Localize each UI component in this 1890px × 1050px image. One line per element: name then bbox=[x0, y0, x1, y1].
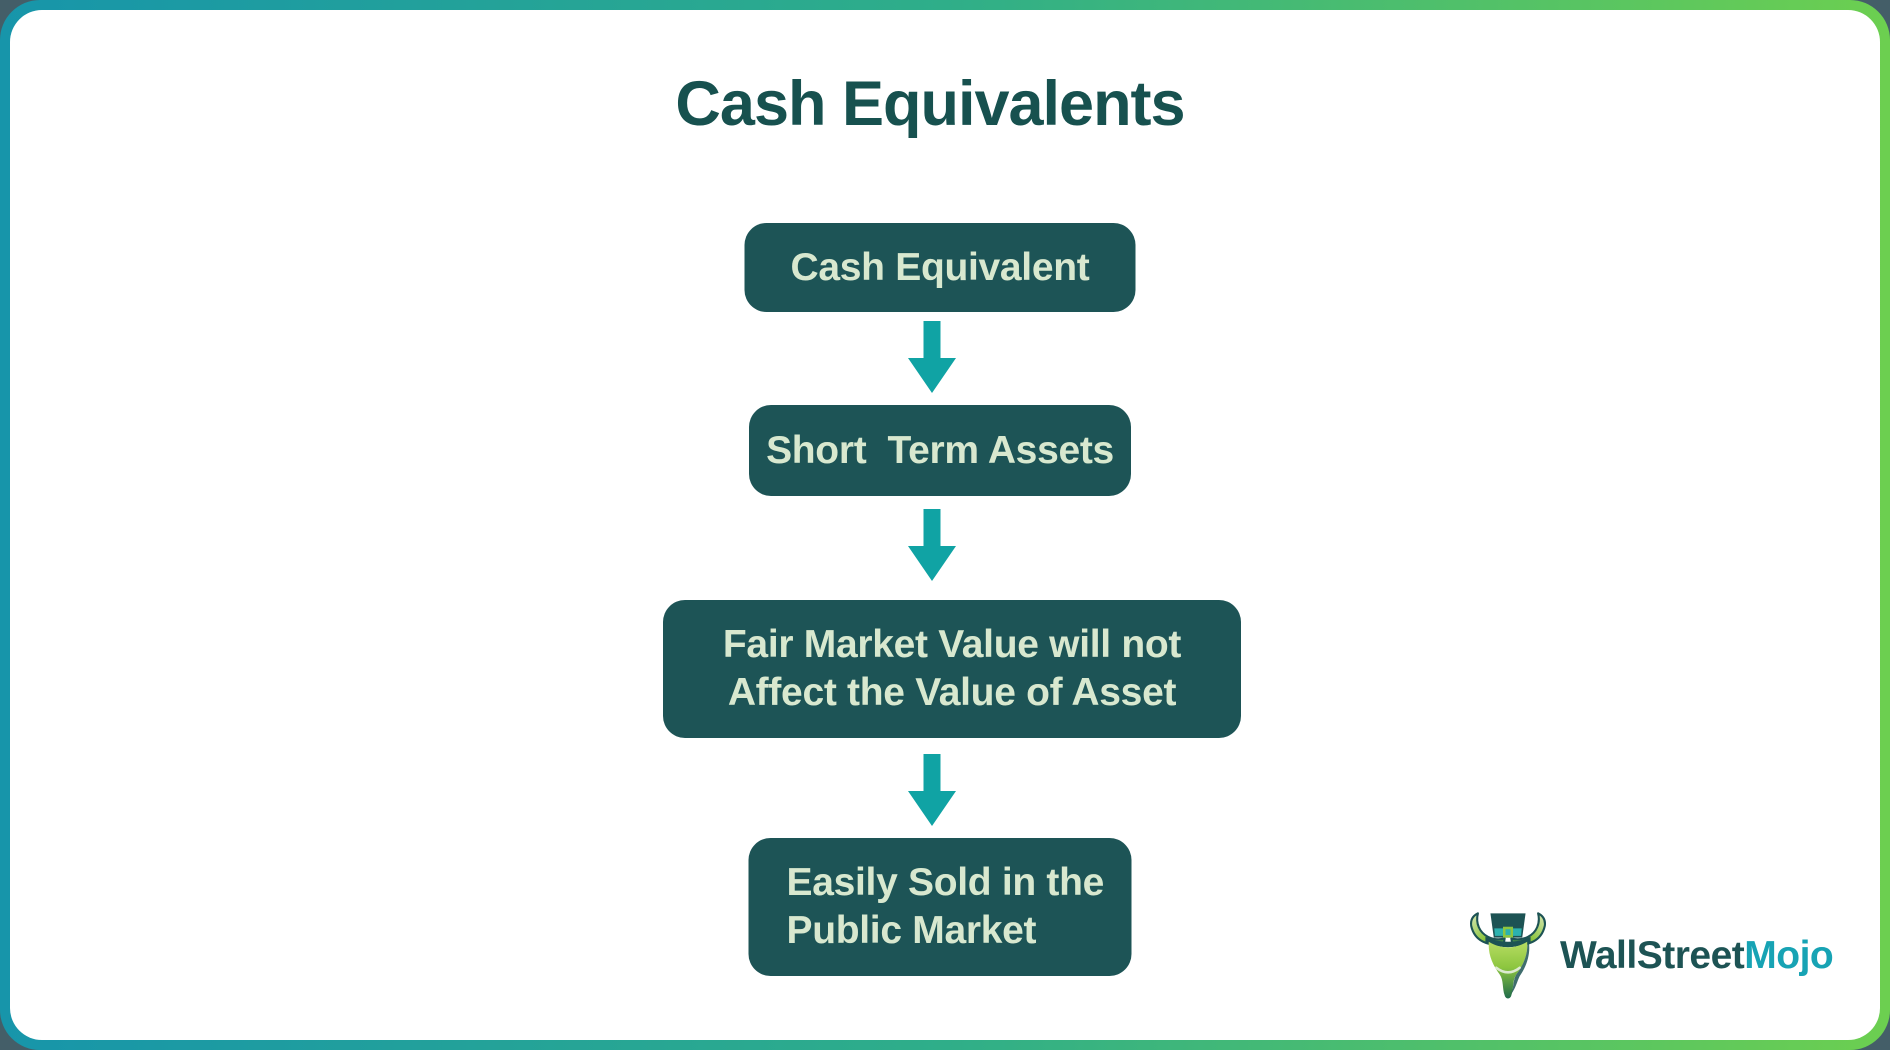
logo-wordmark: WallStreetMojo bbox=[1560, 934, 1834, 978]
page-title: Cash Equivalents bbox=[675, 69, 1185, 139]
down-arrow-icon bbox=[908, 754, 956, 826]
down-arrow-shape bbox=[908, 754, 956, 826]
flow-node-short-term-assets: Short Term Assets bbox=[749, 405, 1131, 496]
down-arrow-icon bbox=[908, 321, 956, 393]
down-arrow-shape bbox=[908, 321, 956, 393]
flow-node-fair-market-value: Fair Market Value will not Affect the Va… bbox=[663, 600, 1241, 738]
down-arrow-shape bbox=[908, 509, 956, 581]
flow-node-easily-sold: Easily Sold in the Public Market bbox=[748, 838, 1132, 976]
content-card: Cash Equivalents Cash Equivalent Short T… bbox=[10, 10, 1880, 1040]
wallstreetmojo-logo: WallStreetMojo bbox=[1466, 910, 1834, 1002]
logo-text-mojo: Mojo bbox=[1744, 934, 1834, 977]
flow-node-cash-equivalent: Cash Equivalent bbox=[744, 223, 1136, 312]
down-arrow-icon bbox=[908, 509, 956, 581]
bull-with-top-hat-icon bbox=[1469, 912, 1547, 999]
logo-text-wallstreet: WallStreet bbox=[1560, 934, 1745, 977]
